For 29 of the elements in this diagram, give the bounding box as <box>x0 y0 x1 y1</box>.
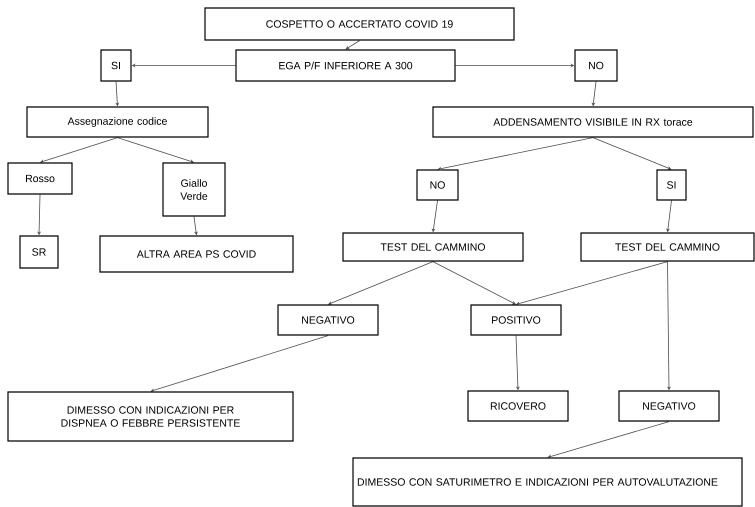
process-box: NEGATIVO <box>277 304 379 336</box>
process-box: Assegnazione codice <box>26 106 209 138</box>
arrow <box>516 261 668 306</box>
process-box: Rosso <box>7 162 73 195</box>
process-box: ALTRA AREA PS COVID <box>99 235 294 273</box>
process-box: TEST DEL CAMMINO <box>342 232 524 262</box>
process-box: COSPETTO O ACCERTATO COVID 19 <box>204 7 515 41</box>
process-box: NO <box>416 169 459 201</box>
process-box: ADDENSAMENTO VISIBILE IN RX torace <box>432 106 754 138</box>
arrow <box>150 335 328 392</box>
arrow <box>40 137 118 164</box>
arrow <box>328 261 434 305</box>
process-box: TEST DEL CAMMINO <box>580 232 755 262</box>
arrow <box>346 40 360 50</box>
process-box: Giallo Verde <box>162 162 226 217</box>
arrow <box>592 137 672 170</box>
process-box: NO <box>574 49 618 82</box>
arrow <box>548 421 670 458</box>
process-box: POSITIVO <box>470 304 562 336</box>
process-box: DIMESSO CON INDICAZIONI PER DISPNEA O FEBBRE PERSISTENTE <box>7 391 294 442</box>
process-box: RICOVERO <box>467 390 569 422</box>
process-box: NEGATIVO <box>618 390 720 422</box>
arrow <box>432 261 516 304</box>
process-box: SR <box>19 235 59 269</box>
process-box: DIMESSO CON SATURIMETRO E INDICAZIONI PER AUTOVALUTAZIONE <box>352 457 743 507</box>
arrow <box>438 137 594 171</box>
process-box: SI <box>100 49 132 82</box>
process-box: EGA P/F INFERIORE A 300 <box>235 49 456 82</box>
process-box: SI <box>656 169 687 201</box>
